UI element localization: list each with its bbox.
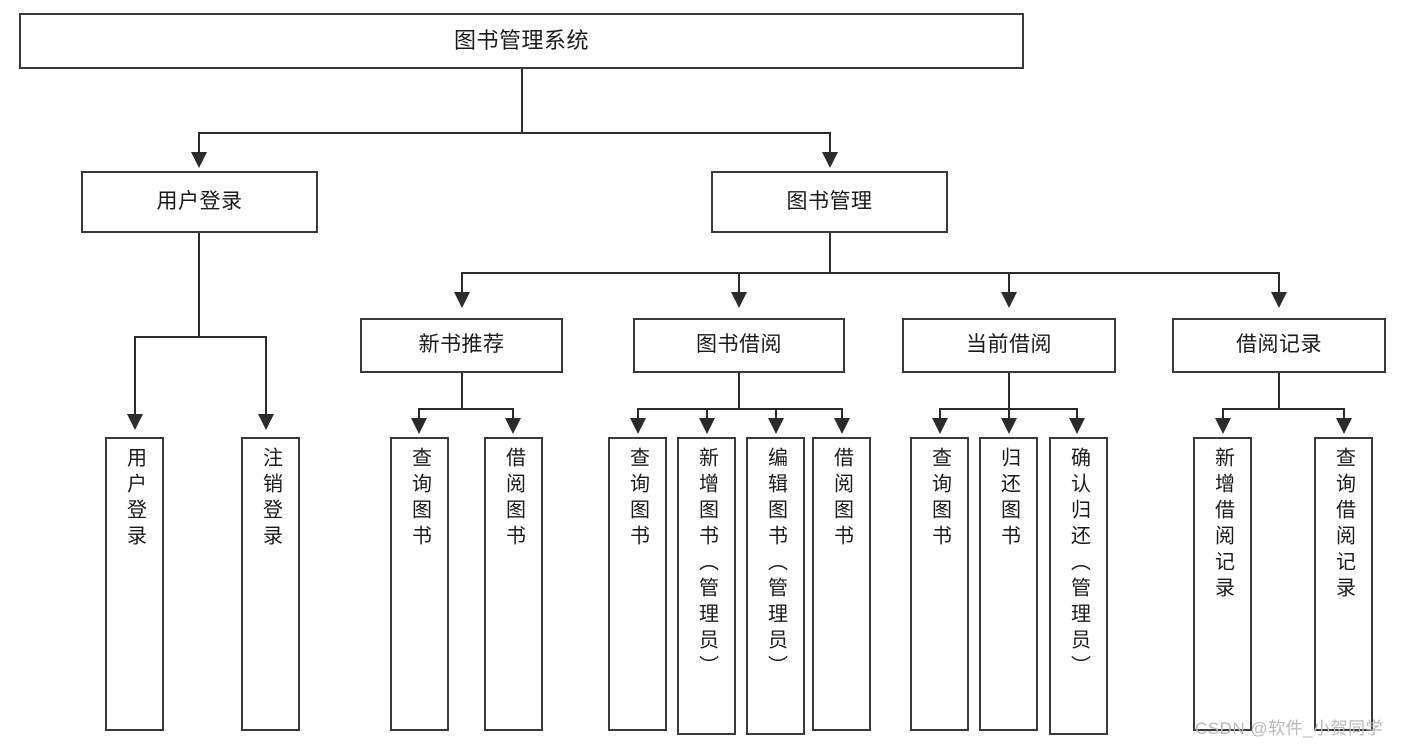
edge-book-borrow-arm-2	[706, 408, 708, 422]
edge-user-login-stem	[198, 233, 200, 337]
arrowhead-borrow-record	[1271, 292, 1287, 308]
node-root-book-management-system[interactable]: 图书管理系统	[19, 13, 1024, 69]
leaf-query-book-borrow[interactable]: 查询图书	[608, 437, 667, 731]
arrowhead-current-borrow-leaf-1	[932, 418, 948, 434]
edge-borrow-record-arm-1	[1222, 408, 1224, 422]
leaf-query-book-recommend[interactable]: 查询图书	[390, 437, 449, 731]
edge-book-borrow-arm-1	[637, 408, 639, 422]
node-label: 图书管理	[786, 189, 873, 213]
node-user-login[interactable]: 用户登录	[81, 171, 318, 233]
edge-current-borrow-arm-2	[1008, 408, 1010, 422]
edge-current-borrow-arm-3	[1076, 408, 1078, 422]
leaf-label: 借阅图书	[502, 447, 525, 551]
node-label: 当前借阅	[966, 333, 1052, 357]
leaf-label: 查询图书	[928, 447, 951, 551]
leaf-label: 查询图书	[626, 447, 649, 551]
leaf-label: 查询图书	[408, 447, 431, 551]
arrowhead-user-login-leaf-2	[258, 414, 274, 430]
node-label: 新书推荐	[418, 333, 505, 357]
leaf-label: 注销登录	[259, 447, 282, 551]
arrowhead-new-book-recommend	[454, 292, 470, 308]
arrowhead-root-to-user-login	[191, 152, 207, 168]
leaf-confirm-return-admin[interactable]: 确认归还（管理员）	[1049, 437, 1108, 735]
edge-new-book-stem	[461, 373, 463, 410]
edge-borrow-record-arm-2	[1343, 408, 1345, 422]
arrowhead-new-book-leaf-2	[505, 418, 521, 434]
csdn-watermark: CSDN @软件_小贺同学	[1195, 719, 1384, 738]
edge-book-management-stem	[829, 233, 831, 273]
arrowhead-borrow-record-leaf-1	[1215, 418, 1231, 434]
arrowhead-new-book-leaf-1	[411, 418, 427, 434]
node-borrow-record[interactable]: 借阅记录	[1172, 318, 1386, 373]
edge-book-borrow-arm-3	[775, 408, 777, 422]
arrowhead-current-borrow-leaf-2	[1001, 418, 1017, 434]
leaf-borrow-book[interactable]: 借阅图书	[812, 437, 871, 731]
leaf-edit-book-admin[interactable]: 编辑图书（管理员）	[746, 437, 805, 735]
arrowhead-book-borrow-leaf-2	[699, 418, 715, 434]
leaf-label: 用户登录	[123, 447, 146, 551]
node-label: 图书管理系统	[453, 28, 589, 54]
node-current-borrow[interactable]: 当前借阅	[902, 318, 1116, 373]
node-label: 用户登录	[156, 189, 243, 213]
leaf-borrow-book-recommend[interactable]: 借阅图书	[484, 437, 543, 731]
edge-new-book-arm-2	[512, 408, 514, 422]
node-new-book-recommend[interactable]: 新书推荐	[360, 318, 563, 373]
leaf-logout[interactable]: 注销登录	[241, 437, 300, 731]
arrowhead-borrow-record-leaf-2	[1336, 418, 1352, 434]
node-label: 借阅记录	[1236, 333, 1322, 357]
arrowhead-book-borrow-leaf-3	[768, 418, 784, 434]
leaf-label: 新增借阅记录	[1211, 447, 1234, 603]
edge-book-borrow-stem	[738, 373, 740, 410]
leaf-query-borrow-record[interactable]: 查询借阅记录	[1314, 437, 1373, 731]
edge-new-book-split-bar	[418, 408, 513, 410]
leaf-return-book[interactable]: 归还图书	[979, 437, 1038, 731]
node-label: 图书借阅	[696, 333, 782, 357]
edge-user-login-split-bar	[134, 336, 266, 338]
arrowhead-book-borrow-leaf-1	[630, 418, 646, 434]
arrowhead-current-borrow	[1001, 292, 1017, 308]
edge-borrow-record-split-bar	[1222, 408, 1345, 410]
edge-root-split-bar	[198, 132, 830, 134]
edge-current-borrow-arm-1	[939, 408, 941, 422]
edge-bm-arm-new-book	[461, 272, 463, 296]
leaf-add-borrow-record[interactable]: 新增借阅记录	[1193, 437, 1252, 731]
node-book-borrow[interactable]: 图书借阅	[633, 318, 845, 373]
leaf-label: 新增图书（管理员）	[695, 447, 718, 681]
edge-new-book-arm-1	[418, 408, 420, 422]
arrowhead-current-borrow-leaf-3	[1069, 418, 1085, 434]
leaf-label: 编辑图书（管理员）	[764, 447, 787, 681]
edge-root-stem	[521, 69, 523, 133]
leaf-add-book-admin[interactable]: 新增图书（管理员）	[677, 437, 736, 735]
leaf-label: 借阅图书	[830, 447, 853, 551]
leaf-query-book-current[interactable]: 查询图书	[910, 437, 969, 731]
edge-current-borrow-stem	[1008, 373, 1010, 410]
leaf-user-login[interactable]: 用户登录	[105, 437, 164, 731]
edge-borrow-record-stem	[1278, 373, 1280, 410]
leaf-label: 查询借阅记录	[1332, 447, 1355, 603]
edge-book-borrow-arm-4	[841, 408, 843, 422]
arrowhead-user-login-leaf-1	[127, 414, 143, 430]
leaf-label: 归还图书	[997, 447, 1020, 551]
arrowhead-root-to-book-management	[822, 152, 838, 168]
edge-book-borrow-split-bar	[637, 408, 842, 410]
edge-bm-arm-borrow-record	[1278, 272, 1280, 296]
edge-root-to-book-management	[829, 132, 831, 156]
edge-user-login-arm-1	[134, 336, 136, 418]
edge-bm-arm-current-borrow	[1008, 272, 1010, 296]
edge-root-to-user-login	[198, 132, 200, 156]
leaf-label: 确认归还（管理员）	[1067, 447, 1090, 681]
arrowhead-book-borrow	[731, 292, 747, 308]
node-book-management[interactable]: 图书管理	[711, 171, 948, 233]
edge-book-management-split-bar	[461, 272, 1279, 274]
edge-bm-arm-book-borrow	[738, 272, 740, 296]
arrowhead-book-borrow-leaf-4	[834, 418, 850, 434]
edge-user-login-arm-2	[265, 336, 267, 418]
